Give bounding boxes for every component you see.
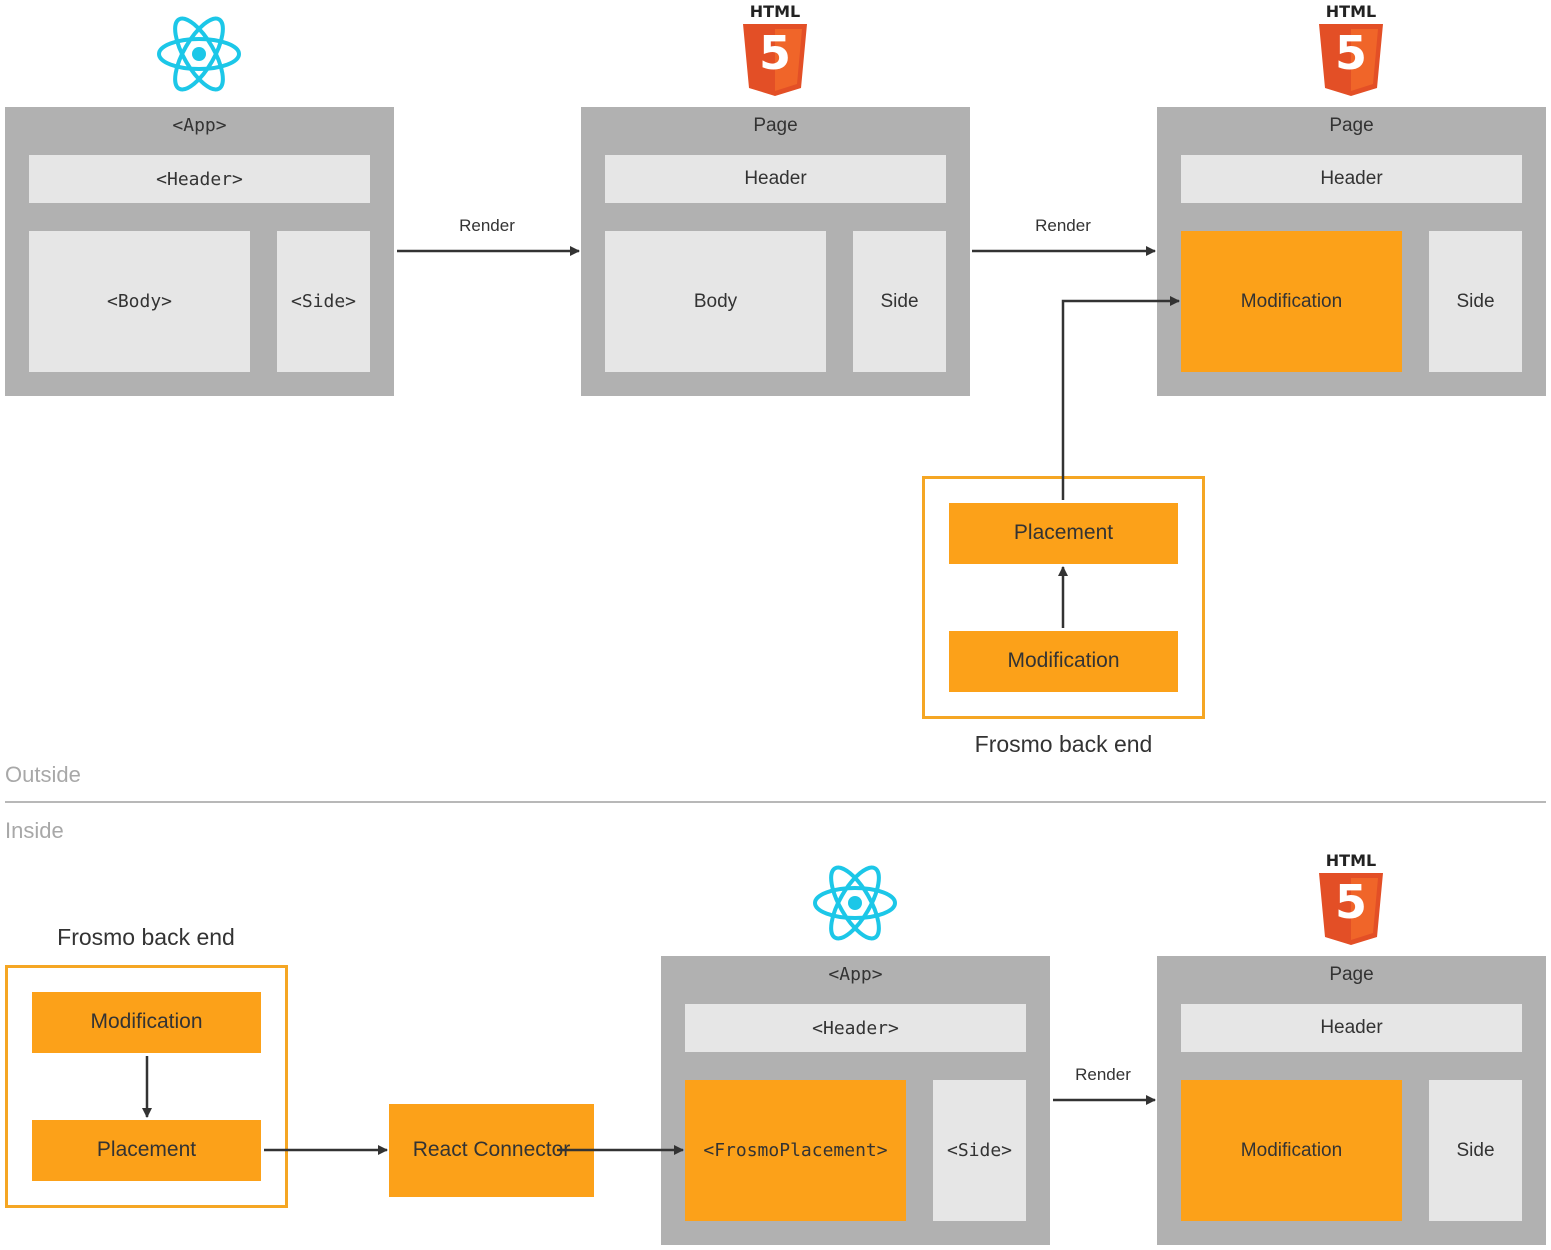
container-title: Page [1329,115,1374,136]
container-title: Page [1329,964,1374,985]
html-page-container: Page Header Body Side [581,107,970,396]
html5-shield-digit: 5 [1334,26,1367,80]
header-component: <Header> [685,1004,1026,1052]
react-logo-icon [157,16,241,92]
placement-box: Placement [949,503,1178,564]
modification-box: Modification [949,631,1178,692]
modification-box: Modification [32,992,261,1053]
frosmo-backend-caption: Frosmo back end [57,924,235,950]
render-label: Render [459,216,515,235]
header-element: Header [1181,155,1522,203]
side-element: Side [1429,1080,1522,1221]
html5-badge-text: HTML [1325,2,1377,21]
html5-logo-icon: HTML 5 [1316,2,1386,98]
side-element: Side [853,231,946,372]
react-app-container: <App> <Header> <FrosmoPlacement> <Side> [661,956,1050,1245]
outside-section-label: Outside [5,762,81,787]
frosmo-backend-caption: Frosmo back end [974,731,1153,757]
side-component: <Side> [277,231,370,372]
side-element: Side [1429,231,1522,372]
html5-logo-icon: HTML 5 [740,2,810,98]
frosmo-placement-component: <FrosmoPlacement> [685,1080,906,1221]
render-label: Render [1075,1065,1131,1084]
html5-badge-text: HTML [1325,851,1377,870]
html-page-container: Page Header Modification Side [1157,956,1546,1245]
react-logo-icon [813,865,897,941]
container-title: <App> [828,964,883,985]
header-element: Header [605,155,946,203]
modification-element: Modification [1181,231,1402,372]
side-component: <Side> [933,1080,1026,1221]
header-component: <Header> [29,155,370,203]
html5-logo-icon: HTML 5 [1316,851,1386,947]
html5-shield-digit: 5 [758,26,791,80]
inside-section-label: Inside [5,818,64,843]
header-element: Header [1181,1004,1522,1052]
html-page-container: Page Header Modification Side [1157,107,1546,396]
render-label: Render [1035,216,1091,235]
body-component: <Body> [29,231,250,372]
container-title: <App> [172,115,227,136]
react-connector-box: React Connector [389,1104,594,1197]
placement-box: Placement [32,1120,261,1181]
body-element: Body [605,231,826,372]
react-app-container: <App> <Header> <Body> <Side> [5,107,394,396]
container-title: Page [753,115,798,136]
html5-badge-text: HTML [749,2,801,21]
html5-shield-digit: 5 [1334,875,1367,929]
section-divider [5,801,1546,803]
modification-element: Modification [1181,1080,1402,1221]
